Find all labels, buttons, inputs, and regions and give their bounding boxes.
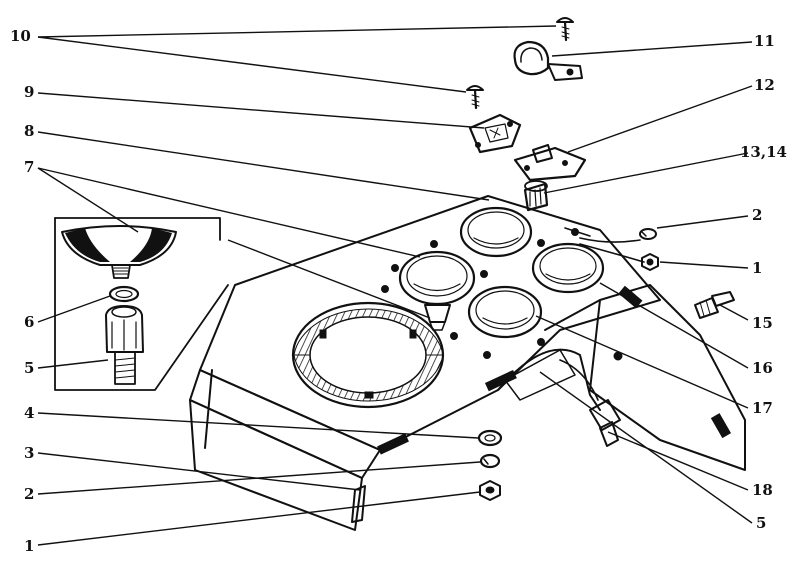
callout-5-right: 5 bbox=[756, 514, 766, 532]
callout-17: 17 bbox=[752, 399, 773, 417]
screw-10b bbox=[466, 85, 484, 110]
clamp-11 bbox=[513, 40, 583, 81]
callout-5-left: 5 bbox=[24, 359, 34, 377]
instrument-panel-housing bbox=[189, 195, 746, 531]
callout-12: 12 bbox=[754, 76, 775, 94]
gauge-left bbox=[398, 250, 476, 331]
washer-6 bbox=[108, 285, 140, 303]
callout-13-14: 13,14 bbox=[740, 143, 787, 161]
callout-11: 11 bbox=[754, 32, 775, 50]
callout-labels: 10 11 9 12 8 13,14 7 2 1 15 6 5 16 17 4 … bbox=[10, 27, 787, 555]
sensor-15 bbox=[694, 291, 735, 319]
callout-3: 3 bbox=[24, 444, 34, 462]
callout-8: 8 bbox=[24, 122, 34, 140]
screw-10a bbox=[556, 17, 574, 42]
callout-9: 9 bbox=[24, 83, 34, 101]
gauge-right bbox=[531, 242, 605, 294]
lock-washer-2-left bbox=[479, 453, 501, 469]
wire-lead bbox=[564, 227, 645, 263]
leader-lines bbox=[37, 25, 753, 546]
nut-1-right bbox=[641, 253, 659, 271]
callout-2-left: 2 bbox=[24, 485, 34, 503]
adapter-5-right bbox=[559, 359, 621, 447]
callout-15: 15 bbox=[752, 314, 773, 332]
callout-10: 10 bbox=[10, 27, 31, 45]
callout-1-right: 1 bbox=[752, 259, 762, 277]
callout-6: 6 bbox=[24, 313, 34, 331]
callout-2-right: 2 bbox=[752, 206, 762, 224]
inset-frame bbox=[54, 217, 229, 391]
bulb-socket-13-14 bbox=[523, 180, 549, 212]
bracket-9 bbox=[468, 113, 522, 154]
adapter-5-left bbox=[105, 305, 144, 385]
gauge-bulb-7 bbox=[61, 225, 177, 279]
callout-16: 16 bbox=[752, 359, 773, 377]
lock-washer-2-right bbox=[639, 228, 657, 240]
washer-4 bbox=[477, 429, 503, 447]
bracket-12 bbox=[513, 144, 587, 182]
callout-18: 18 bbox=[752, 481, 773, 499]
gauge-center bbox=[467, 285, 543, 339]
nut-1-left bbox=[479, 480, 501, 501]
callout-4: 4 bbox=[24, 404, 34, 422]
gauge-top bbox=[459, 206, 533, 258]
callout-1-left: 1 bbox=[24, 537, 34, 555]
callout-7: 7 bbox=[24, 158, 34, 176]
